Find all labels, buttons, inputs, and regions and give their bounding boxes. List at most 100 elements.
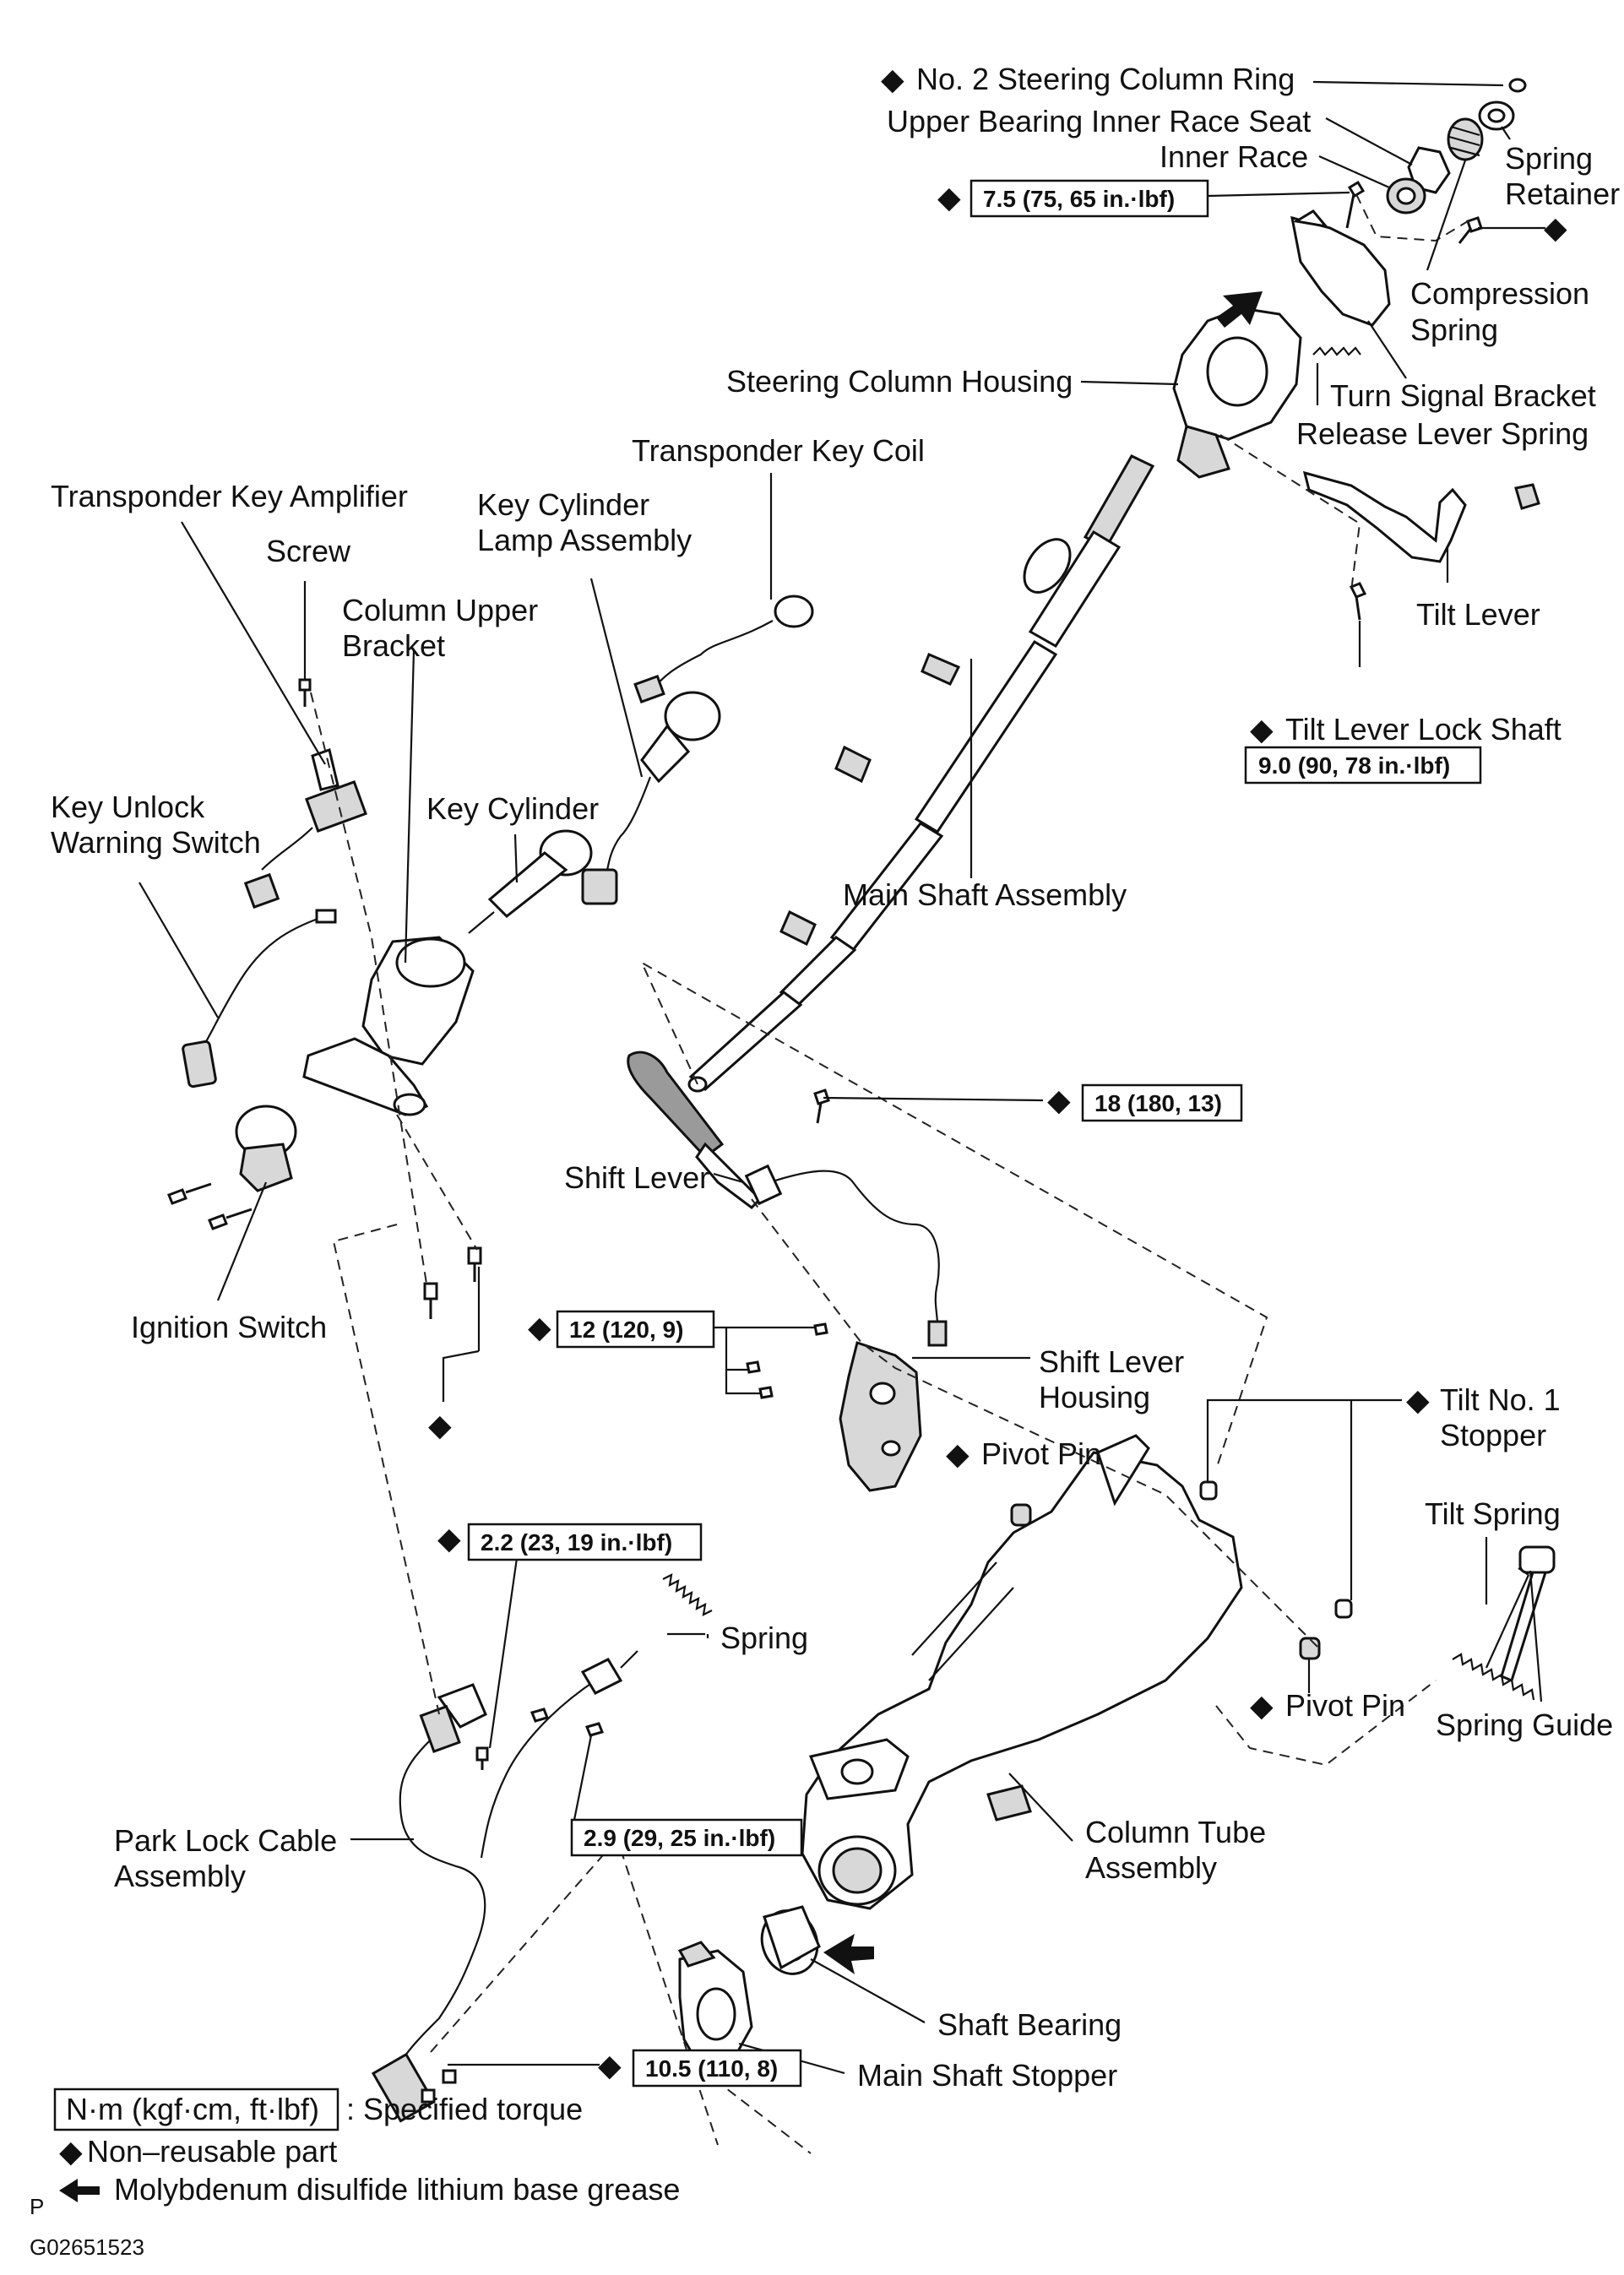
leader-ignition [216, 1181, 268, 1301]
label-tilt-no1-stopper-2: Stopper [1440, 1418, 1546, 1452]
ignition-screw-1 [167, 1182, 212, 1205]
assembly-line-cable [430, 1849, 719, 2146]
pivot-pin-upper-part [1010, 1503, 1032, 1527]
leader-inner-race [1318, 155, 1390, 189]
upper-bearing-seat-part [1407, 146, 1451, 194]
torque-box-9-0: 9.0 (90, 78 in.·lbf) [1244, 746, 1482, 785]
diamond-18: ◆ [1047, 1083, 1071, 1117]
torque-box-12: 12 (120, 9) [556, 1310, 715, 1349]
housing-bolt-part [1345, 180, 1366, 229]
tilt-stopper-upper-part [1199, 1480, 1218, 1501]
tilt-stopper-lower-part [1334, 1599, 1353, 1619]
label-turn-signal-bracket: Turn Signal Bracket [1330, 378, 1596, 413]
label-shift-lever: Shift Lever [564, 1160, 709, 1195]
legend: N·m (kgf·cm, ft·lbf) : Specified torque … [30, 2088, 680, 2219]
column-tube-assembly-part [801, 1434, 1243, 1910]
leader-torque-7-5 [1207, 191, 1350, 198]
leader-key-unlock [139, 882, 219, 1018]
shaft-bearing-part [760, 1905, 821, 1975]
legend-p-mark: P [30, 2194, 44, 2219]
column-upper-bracket-part [302, 936, 475, 1116]
label-column-tube-2: Assembly [1085, 1850, 1217, 1885]
amplifier-screw-part [298, 678, 312, 707]
torque-box-10-5: 10.5 (110, 8) [632, 2049, 802, 2088]
diamond-12: ◆ [528, 1310, 551, 1344]
assembly-line-housing-top [1355, 193, 1469, 242]
tilt-lever-knob [1514, 483, 1540, 510]
turn-signal-bracket-tab [1292, 209, 1329, 229]
label-spring-retainer-2: Retainer [1505, 176, 1620, 211]
no2-ring-part [1508, 78, 1527, 93]
leader-torque-12 [714, 1326, 815, 1395]
svg-text:2.2 (23, 19 in.·lbf): 2.2 (23, 19 in.·lbf) [481, 1529, 672, 1556]
leader-turn-signal [1367, 320, 1407, 379]
label-shaft-bearing: Shaft Bearing [937, 2007, 1122, 2042]
label-spring-guide: Spring Guide [1436, 1708, 1613, 1742]
leader-torque-2-9 [573, 1735, 593, 1821]
svg-text:9.0 (90, 78 in.·lbf): 9.0 (90, 78 in.·lbf) [1258, 752, 1450, 779]
leader-shaft-bearing [810, 1958, 926, 2023]
leader-torque-18 [823, 1096, 1044, 1102]
tilt-spring-part [1452, 1545, 1556, 1701]
svg-text:7.5 (75, 65 in.·lbf): 7.5 (75, 65 in.·lbf) [983, 186, 1175, 212]
label-transponder-key-amplifier: Transponder Key Amplifier [51, 479, 408, 513]
shift-lever-housing-part [839, 1341, 922, 1492]
label-tilt-lever-lock-shaft: Tilt Lever Lock Shaft [1285, 712, 1562, 747]
leader-spring-retainer [1501, 126, 1511, 140]
label-steering-column-housing: Steering Column Housing [726, 364, 1073, 399]
cable-screw-22 [475, 1746, 489, 1770]
pivot-pin-lower-part [1299, 1637, 1321, 1660]
spring-retainer-inner [1487, 108, 1506, 123]
grease-arrow-housing [1216, 291, 1263, 328]
park-lock-cable-part [371, 1650, 638, 2123]
label-key-cylinder: Key Cylinder [426, 791, 599, 826]
leader-torque-2-2 [488, 1551, 519, 1749]
leader-compression [1426, 160, 1467, 271]
diamond-tilt-lock: ◆ [1250, 712, 1274, 747]
key-cylinder-part [468, 829, 593, 934]
label-inner-race: Inner Race [1160, 139, 1308, 174]
housing-bolt-12-c [758, 1386, 774, 1399]
ignition-switch-part [235, 1105, 297, 1192]
cable-screw-29-b [584, 1722, 605, 1737]
label-column-upper-bracket-2: Bracket [342, 628, 445, 663]
label-upper-bearing-seat: Upper Bearing Inner Race Seat [887, 104, 1311, 138]
leader-key-cylinder [513, 833, 519, 883]
label-tilt-no1-stopper-1: Tilt No. 1 [1440, 1382, 1561, 1417]
svg-text:2.9 (29, 25 in.·lbf): 2.9 (29, 25 in.·lbf) [584, 1825, 775, 1851]
diamond-10-5: ◆ [598, 2048, 622, 2082]
main-shaft-assembly-part [687, 454, 1155, 1093]
diamond-2-2: ◆ [437, 1521, 461, 1556]
turn-signal-bracket-part [1290, 215, 1391, 327]
retainer-bolt-part [1458, 216, 1483, 244]
leader-shift-lever [713, 1172, 744, 1184]
label-key-cylinder-lamp-1: Key Cylinder [477, 487, 649, 522]
label-spring: Spring [720, 1621, 808, 1655]
inner-race-hole [1396, 187, 1416, 205]
legend-non-reusable: Non–reusable part [87, 2134, 337, 2169]
transponder-key-amplifier-part [243, 748, 367, 909]
legend-diamond: ◆ [59, 2134, 83, 2169]
label-compression-2: Spring [1410, 312, 1498, 347]
svg-text:18 (180, 13): 18 (180, 13) [1094, 1090, 1222, 1116]
diamond-pivot-lower: ◆ [1250, 1688, 1274, 1723]
svg-text:10.5 (110, 8): 10.5 (110, 8) [645, 2055, 778, 2082]
diamond-no2-ring: ◆ [881, 62, 904, 96]
diamond-retainer: ◆ [1544, 210, 1567, 245]
leader-no2-ring [1312, 80, 1504, 87]
legend-torque-desc: : Specified torque [346, 2092, 583, 2126]
leader-spring-guide [1529, 1570, 1543, 1702]
housing-bore [1206, 336, 1268, 407]
key-unlock-warning-switch-part [182, 909, 337, 1089]
label-screw: Screw [266, 534, 351, 568]
label-spring-retainer-1: Spring [1505, 141, 1593, 176]
legend-grease-arrow-icon [59, 2179, 100, 2202]
leader-upper-seat [1325, 117, 1413, 166]
cable-screw-105-a [442, 2069, 457, 2084]
label-shift-lever-housing-2: Housing [1039, 1380, 1150, 1414]
label-key-unlock-2: Warning Switch [51, 825, 261, 860]
label-ignition-switch: Ignition Switch [131, 1310, 327, 1344]
leader-steering-housing [1080, 380, 1179, 386]
label-key-cylinder-lamp-2: Lamp Assembly [477, 523, 692, 557]
leader-tilt-stopper [1206, 1398, 1402, 1600]
